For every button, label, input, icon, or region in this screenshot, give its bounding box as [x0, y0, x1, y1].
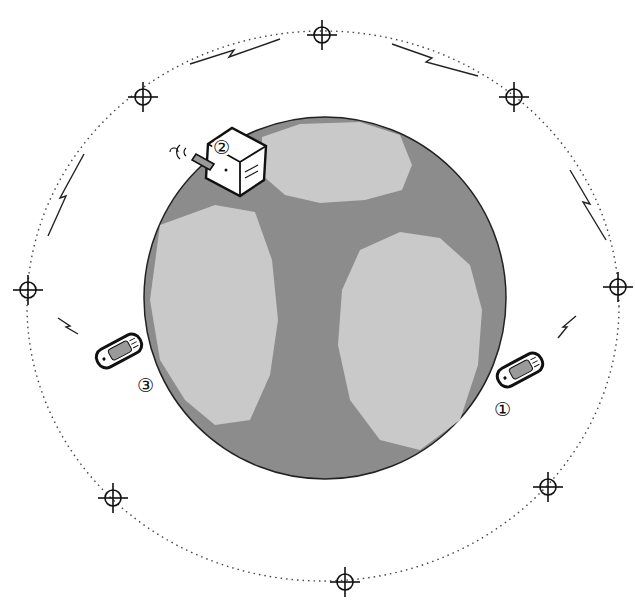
orbit-path [27, 31, 619, 581]
globe [144, 117, 506, 479]
radio-link [48, 39, 606, 338]
callout-number: ② [212, 138, 231, 157]
server-icon [170, 128, 266, 196]
continents [150, 122, 482, 450]
callout-number: ① [493, 400, 512, 419]
callout-number: ③ [136, 376, 155, 395]
